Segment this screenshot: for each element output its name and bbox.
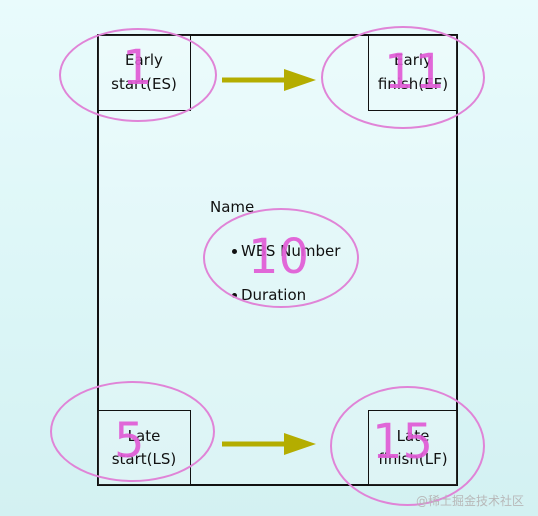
bullet-icon [232, 293, 237, 298]
duration-value: 10 [248, 229, 310, 285]
bullet-icon [232, 249, 237, 254]
early-start-line2: start(ES) [111, 74, 177, 93]
late-finish-box: Late finish(LF) [368, 410, 458, 486]
arrow-right-icon [222, 69, 316, 91]
late-finish-line2: finish(LF) [378, 450, 448, 468]
late-start-line1: Late [127, 426, 161, 445]
duration-label: Duration [241, 286, 307, 304]
late-finish-value: 15 [372, 414, 434, 470]
early-start-value: 1 [122, 40, 153, 96]
late-finish-label: Late finish(LF) [378, 425, 447, 472]
arrow-right-icon [222, 433, 316, 455]
early-finish-label: Early finish(EF) [378, 49, 448, 96]
early-finish-value: 11 [384, 44, 446, 100]
watermark-text: @稀土掘金技术社区 [415, 494, 524, 508]
early-finish-box: Early finish(EF) [368, 34, 458, 111]
early-start-box: Early start(ES) [97, 34, 191, 111]
duration-item: Duration [232, 286, 306, 304]
late-finish-line1: Late [396, 426, 430, 445]
early-start-label: Early start(ES) [111, 49, 177, 96]
late-start-box: Late start(LS) [97, 410, 191, 486]
activity-name-label: Name [210, 198, 255, 216]
wbs-number-label: WBS Number [241, 242, 341, 260]
late-start-value: 5 [114, 413, 145, 469]
wbs-number-item: WBS Number [232, 242, 340, 260]
early-finish-line1: Early [394, 51, 432, 70]
early-finish-line2: finish(EF) [377, 74, 449, 93]
late-start-label: Late start(LS) [112, 425, 177, 472]
early-start-line1: Early [125, 51, 163, 70]
late-start-line2: start(LS) [111, 450, 177, 468]
